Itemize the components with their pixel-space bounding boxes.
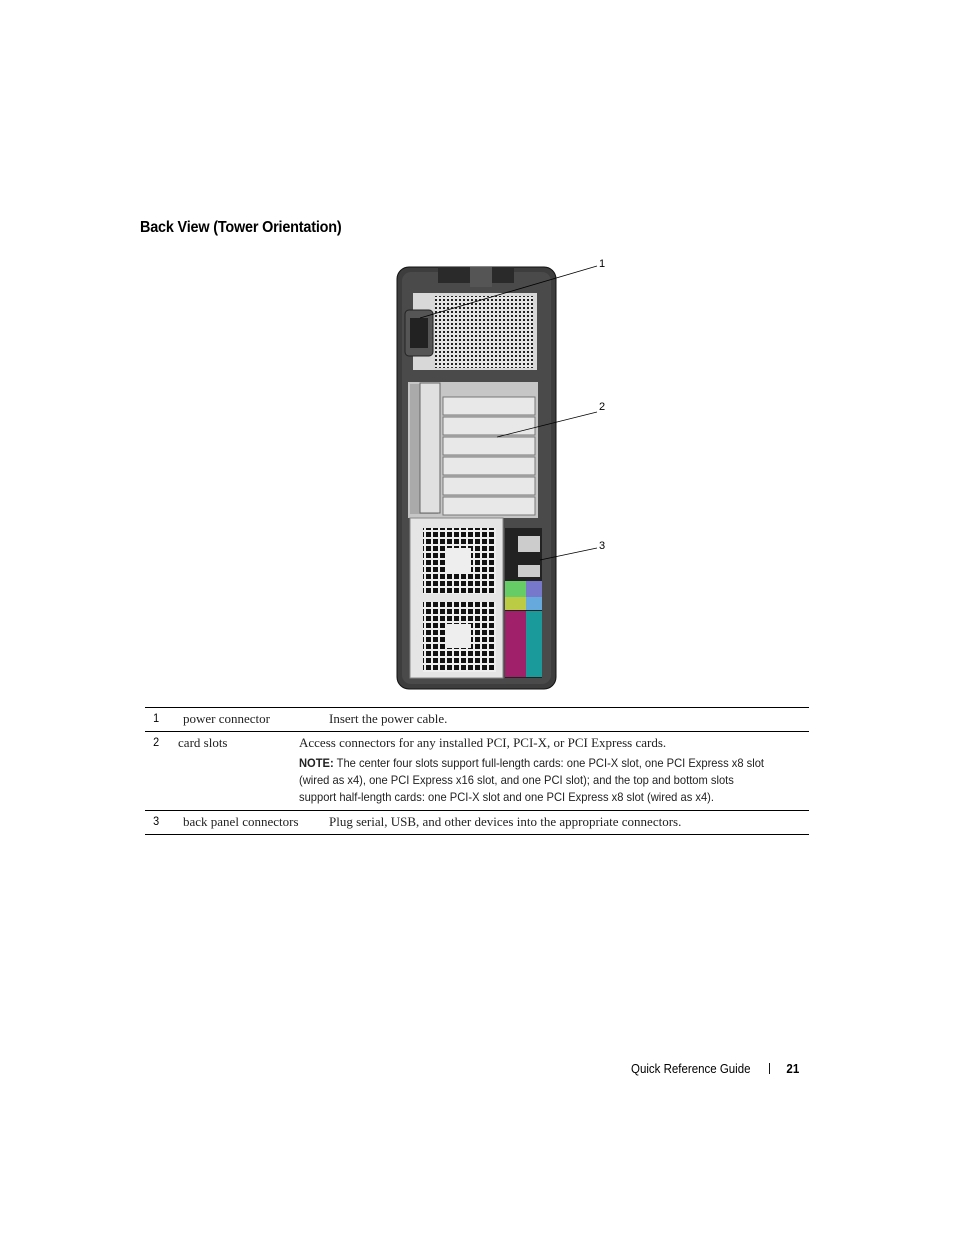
row-label: power connector <box>183 711 270 726</box>
computer-back-view-illustration: 1 2 3 <box>390 258 620 695</box>
footer-divider <box>768 1063 770 1074</box>
tower-back-panel-drawing <box>396 265 598 690</box>
guide-title: Quick Reference Guide <box>631 1062 751 1076</box>
row-description: Insert the power cable. <box>329 711 448 726</box>
note-text: The center four slots support full-lengt… <box>299 756 765 804</box>
table-row: 1 power connector Insert the power cable… <box>145 708 809 731</box>
row-description: Plug serial, USB, and other devices into… <box>329 814 682 829</box>
table-row: 2 card slots Access connectors for any i… <box>145 731 809 810</box>
row-label: back panel connectors <box>183 814 299 829</box>
table-row: 3 back panel connectors Plug serial, USB… <box>145 810 809 834</box>
page-number: 21 <box>786 1062 800 1076</box>
section-title: Back View (Tower Orientation) <box>140 219 342 236</box>
row-description: Access connectors for any installed PCI,… <box>299 735 667 750</box>
callout-3: 3 <box>599 540 606 552</box>
page-footer: Quick Reference Guide 21 <box>631 1062 799 1076</box>
callout-1: 1 <box>599 258 606 270</box>
row-number: 1 <box>153 711 160 725</box>
callout-legend-table: 1 power connector Insert the power cable… <box>145 707 809 835</box>
row-label: card slots <box>178 735 228 750</box>
note-label: NOTE: <box>299 756 334 770</box>
callout-2: 2 <box>599 401 606 413</box>
row-number: 2 <box>153 735 160 749</box>
note: NOTE: The center four slots support full… <box>299 755 773 806</box>
row-number: 3 <box>153 814 160 828</box>
